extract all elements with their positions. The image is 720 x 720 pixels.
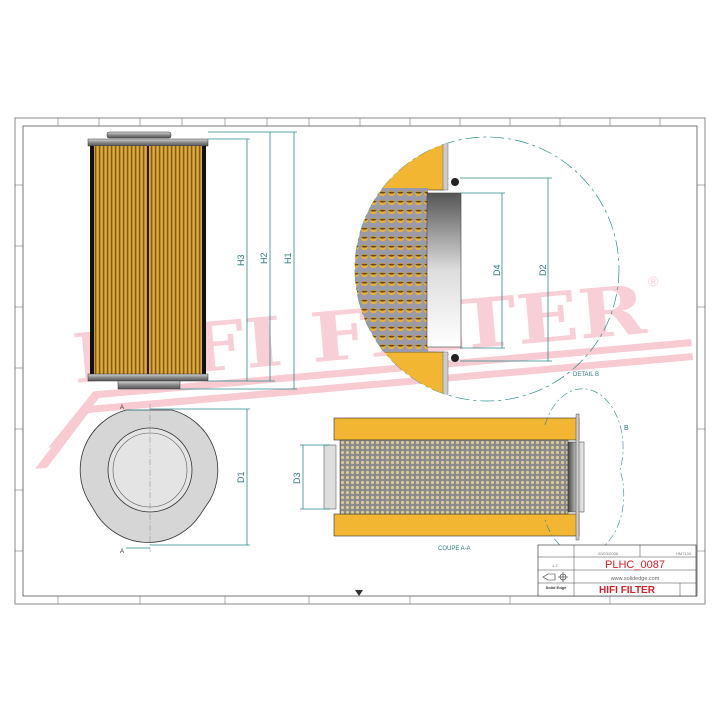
scale-value: 1:2 bbox=[552, 563, 558, 568]
brand-name: HIFI FILTER bbox=[599, 585, 656, 596]
website: www.solidedge.com bbox=[610, 576, 660, 582]
d1-label: D1 bbox=[236, 471, 246, 483]
section-mark-top: A bbox=[120, 405, 124, 411]
projection-symbol-icon bbox=[542, 572, 568, 582]
filter-side-view bbox=[87, 131, 209, 390]
height-dimensions: H3 H2 H1 bbox=[180, 131, 297, 390]
d1-dimension: D1 bbox=[150, 408, 250, 546]
drawing-number: HM7100 bbox=[676, 551, 692, 556]
detail-mark: B bbox=[624, 425, 629, 432]
d4-label: D4 bbox=[492, 264, 502, 276]
zone-ticks bbox=[15, 118, 705, 604]
d2-label: D2 bbox=[538, 264, 548, 276]
h3-label: H3 bbox=[236, 254, 246, 266]
detail-label: DETAIL B bbox=[573, 372, 599, 378]
h1-label: H1 bbox=[283, 252, 293, 264]
part-number: PLHC_0087 bbox=[605, 559, 665, 571]
center-mark-icon bbox=[355, 590, 363, 596]
software-name: Solid Edge bbox=[546, 585, 567, 590]
section-view: B D3 COUPE A-A bbox=[292, 388, 629, 556]
d3-label: D3 bbox=[292, 472, 302, 484]
registered-mark: ® bbox=[647, 273, 659, 290]
h2-label: H2 bbox=[259, 252, 269, 264]
date-value: 20/03/2008 bbox=[598, 551, 619, 556]
title-block: 20/03/2008 HM7100 1:2 PLHC_0087 www.soli… bbox=[537, 544, 697, 597]
filter-end-view: A A bbox=[79, 404, 219, 555]
section-label: COUPE A-A bbox=[438, 546, 471, 552]
section-mark-bottom: A bbox=[120, 549, 124, 555]
